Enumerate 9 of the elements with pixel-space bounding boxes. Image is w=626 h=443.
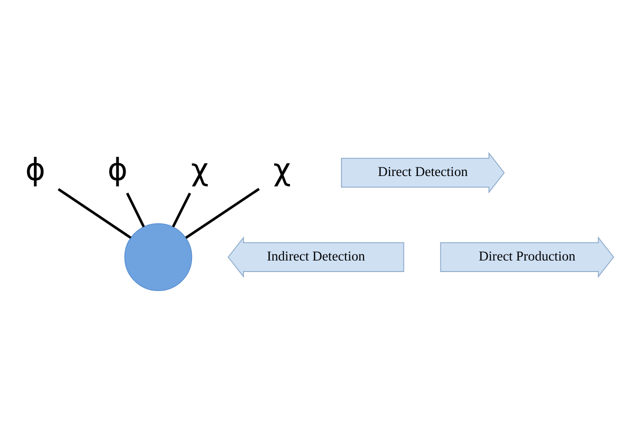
node-text: ϕ [107,153,128,188]
connector [126,192,145,228]
node-text: χ [190,153,209,188]
node-circle [124,223,192,292]
connector [58,188,132,239]
connector [172,192,192,228]
connector [185,188,260,239]
node-text: χ [273,153,291,188]
node-text: ϕ [25,153,46,188]
